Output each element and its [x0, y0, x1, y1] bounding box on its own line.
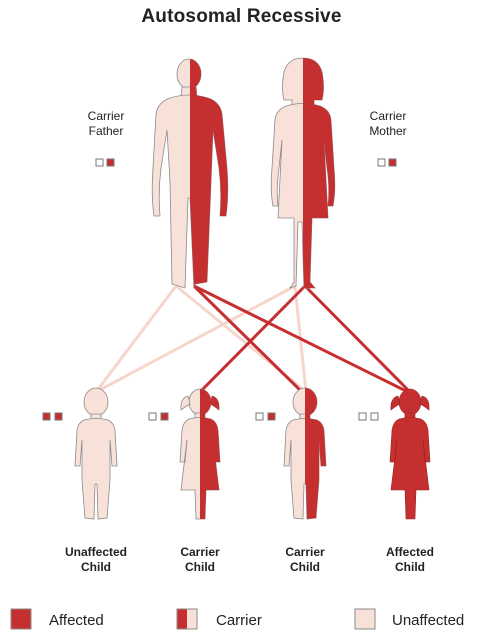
gene-box — [389, 159, 396, 166]
gene-box — [378, 159, 385, 166]
child-2-label-line1: Carrier — [150, 545, 250, 560]
father-label: Carrier Father — [66, 109, 146, 139]
child-2-label-line2: Child — [150, 560, 250, 575]
gene-box — [96, 159, 103, 166]
child-3-label-line1: Carrier — [255, 545, 355, 560]
child-1-label-line2: Child — [46, 560, 146, 575]
father-label-line2: Father — [66, 124, 146, 139]
father-genes — [96, 159, 114, 166]
child-1-label-line1: Unaffected — [46, 545, 146, 560]
mother-figure — [271, 58, 335, 288]
child-3-figure — [284, 388, 326, 519]
child-1-figure — [75, 388, 117, 519]
legend-affected-label: Affected — [49, 612, 104, 629]
gene-box — [55, 413, 62, 420]
child-4-label-line1: Affected — [360, 545, 460, 560]
normal-allele-lines — [96, 286, 306, 392]
father-label-line1: Carrier — [66, 109, 146, 124]
legend-affected-swatch — [11, 609, 31, 629]
child-4-label: Affected Child — [360, 545, 460, 575]
child-1-genes — [43, 413, 62, 420]
gene-box — [371, 413, 378, 420]
gene-box — [107, 159, 114, 166]
gene-box — [43, 413, 50, 420]
gene-box — [161, 413, 168, 420]
child-4-figure — [390, 389, 430, 519]
gene-box — [268, 413, 275, 420]
legend-unaffected-swatch — [355, 609, 375, 629]
child-3-label: Carrier Child — [255, 545, 355, 575]
father-figure — [152, 59, 228, 288]
child-4-genes — [359, 413, 378, 420]
child-2-figure — [180, 389, 220, 519]
legend-carrier-label: Carrier — [216, 612, 262, 629]
child-1-label: Unaffected Child — [46, 545, 146, 575]
mother-label-line2: Mother — [348, 124, 428, 139]
child-2-label: Carrier Child — [150, 545, 250, 575]
legend-unaffected-label: Unaffected — [392, 612, 464, 629]
mother-label-line1: Carrier — [348, 109, 428, 124]
affected-allele-lines — [194, 286, 410, 392]
child-2-genes — [149, 413, 168, 420]
gene-box — [359, 413, 366, 420]
child-3-genes — [256, 413, 275, 420]
gene-box — [149, 413, 156, 420]
mother-genes — [378, 159, 396, 166]
mother-label: Carrier Mother — [348, 109, 428, 139]
child-3-label-line2: Child — [255, 560, 355, 575]
child-4-label-line2: Child — [360, 560, 460, 575]
legend-carrier-swatch — [177, 609, 197, 629]
gene-box — [256, 413, 263, 420]
